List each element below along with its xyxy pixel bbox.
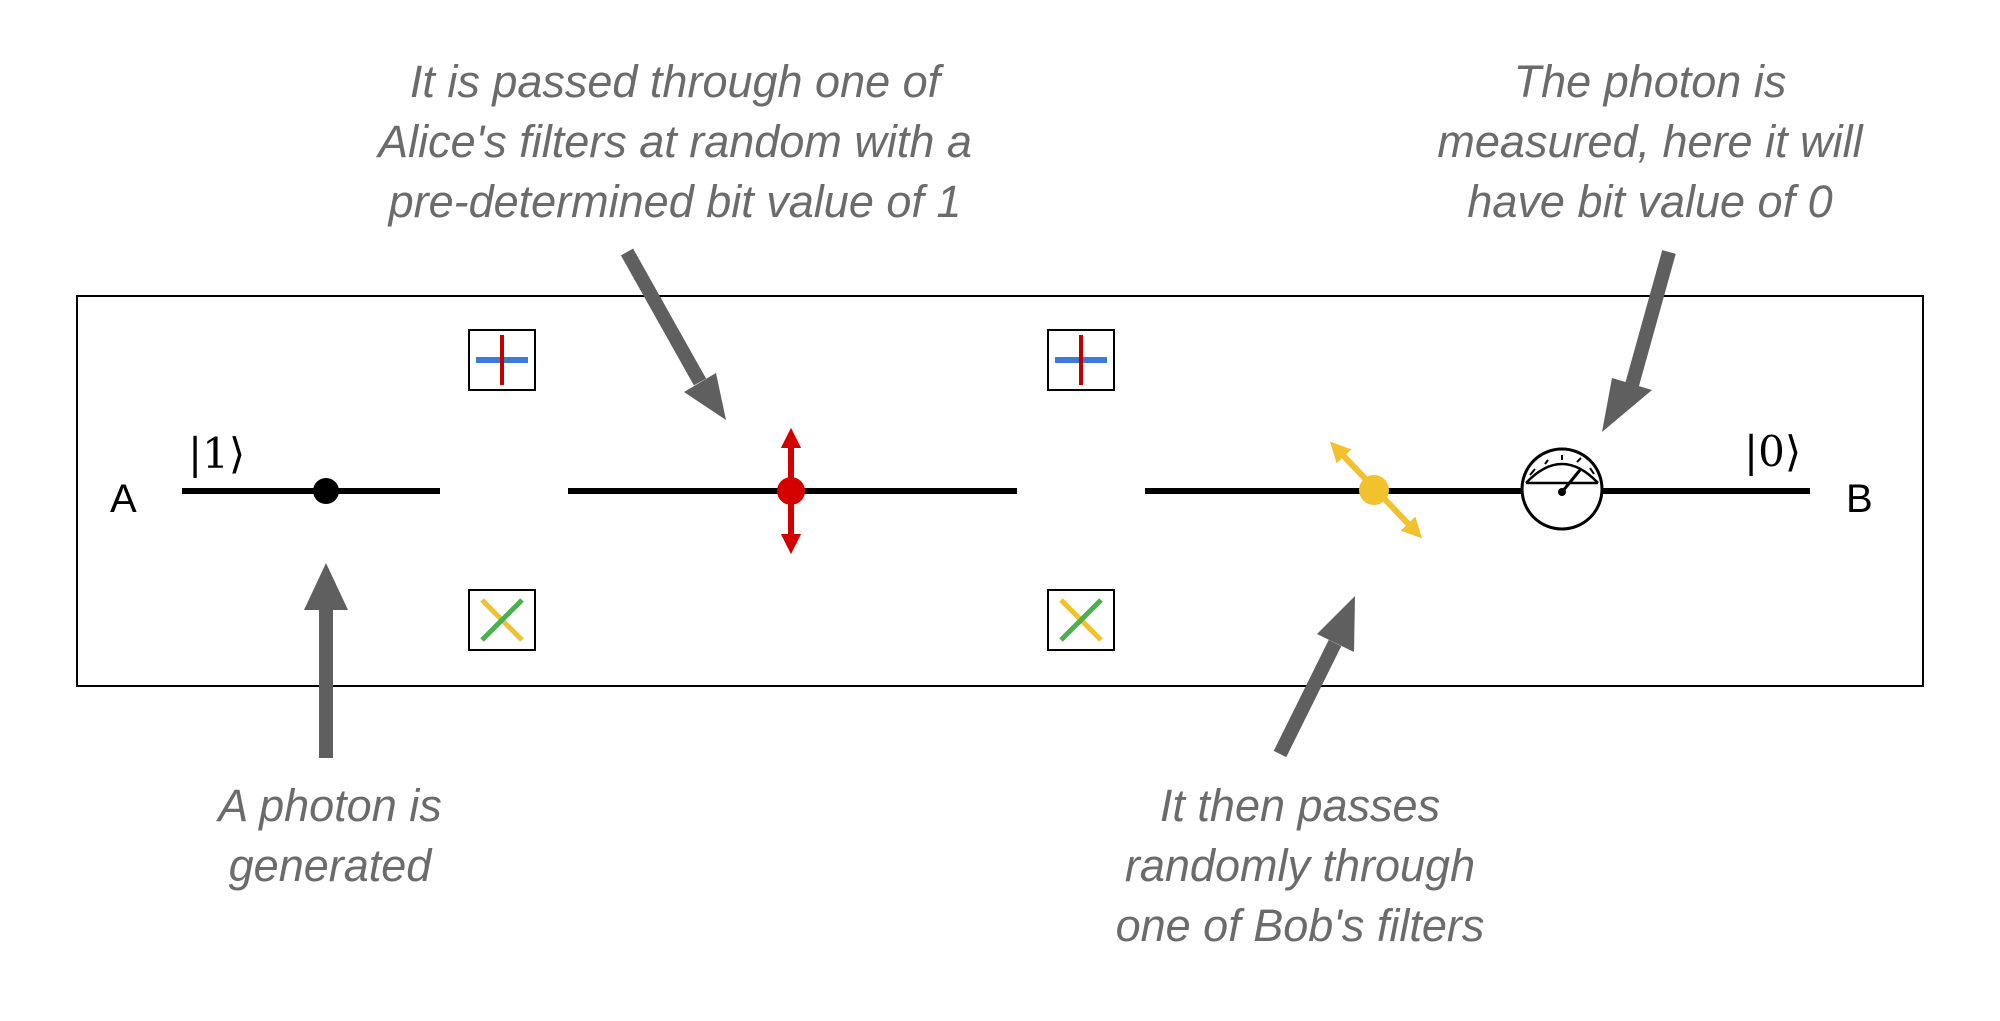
caption-line: randomly through [1124,840,1476,891]
caption-line: one of Bob's filters [1115,900,1485,951]
arrow-to-alice-photon [620,248,726,420]
bob-rectilinear-filter [1047,329,1115,391]
caption-bob-filter: It then passes randomly through one of B… [1050,776,1550,956]
caption-line: The photon is [1513,56,1787,107]
polarization-arrow-icon [777,427,805,555]
caption-line: It is passed through one of [409,56,941,107]
bob-diagonal-filter [1047,589,1115,651]
caption-line: generated [228,840,432,891]
endpoint-b-label: B [1846,477,1873,521]
caption-photon-generated: A photon is generated [130,776,530,896]
initial-state-label: |1⟩ [188,429,245,478]
caption-line: A photon is [218,780,442,831]
measurement-meter-icon [1520,447,1604,531]
arrow-to-bob-photon [1273,596,1355,758]
arrow-to-meter [1602,250,1676,432]
caption-line: pre-determined bit value of 1 [388,176,962,227]
alice-rectilinear-filter [468,329,536,391]
caption-line: Alice's filters at random with a [378,116,972,167]
caption-measurement: The photon is measured, here it will hav… [1370,52,1930,232]
caption-line: have bit value of 0 [1467,176,1833,227]
caption-alice-filter: It is passed through one of Alice's filt… [300,52,1050,232]
caption-line: measured, here it will [1437,116,1863,167]
alice-diagonal-filter [468,589,536,651]
diagram-frame [76,295,1924,687]
photon-dot-icon [313,478,339,504]
arrow-to-photon-source [304,563,348,758]
endpoint-a-label: A [110,477,137,521]
caption-line: It then passes [1159,780,1441,831]
polarization-arrow-icon [1329,441,1423,539]
final-state-label: |0⟩ [1744,427,1801,476]
